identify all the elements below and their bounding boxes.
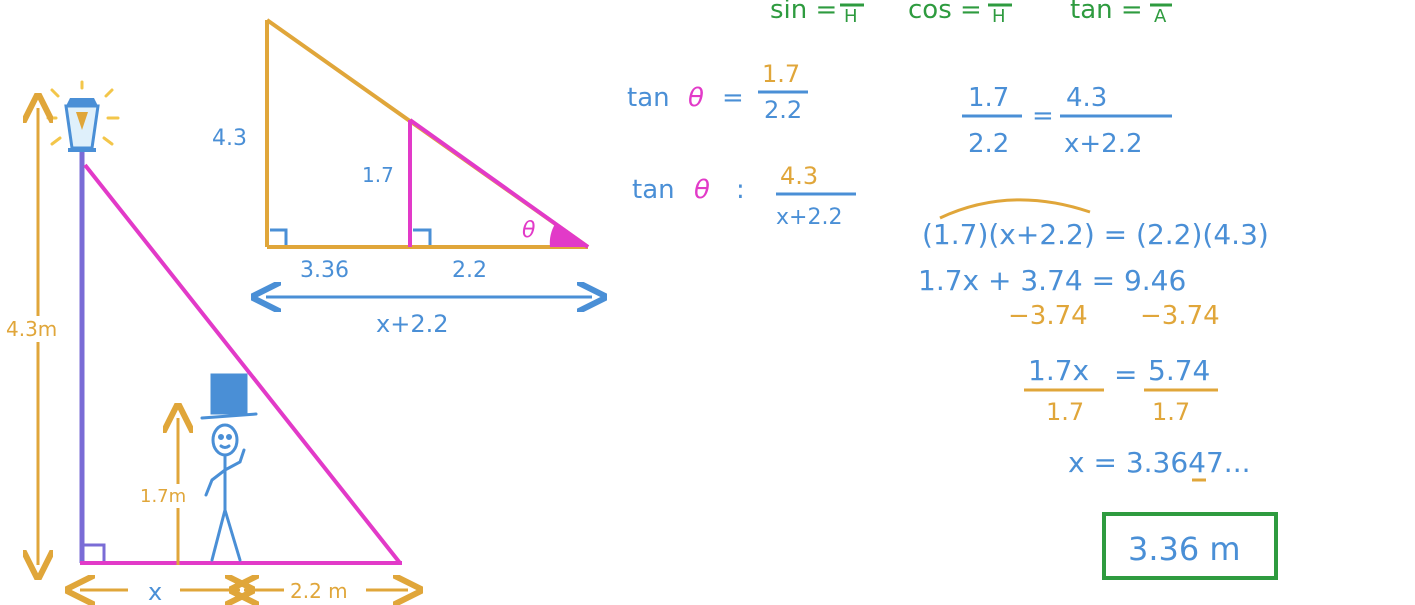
right-angle-marker-big xyxy=(270,228,288,245)
lamp-post-scene: 4.3m 1.7m x 2.2 m xyxy=(4,80,408,605)
tan1-left: tan xyxy=(627,83,670,113)
dist-shadow-label: 2.2 m xyxy=(290,579,348,603)
sin-label: sin = xyxy=(770,0,837,25)
expanded-line: 1.7x + 3.74 = 9.46 xyxy=(918,264,1186,297)
cross-multiply-line: (1.7)(x+2.2) = (2.2)(4.3) xyxy=(922,218,1269,251)
right-angle-marker-ground xyxy=(84,543,106,561)
prop-equals: = xyxy=(1032,101,1054,131)
tan2-denominator: x+2.2 xyxy=(776,205,842,230)
solution-steps: 1.7 2.2 = 4.3 x+2.2 (1.7)(x+2.2) = (2.2)… xyxy=(918,83,1278,580)
trig-header: sin = H cos = H tan = A xyxy=(770,0,1172,27)
final-answer-box xyxy=(1102,512,1278,580)
x-result-line: x = 3.3647... xyxy=(1068,446,1251,479)
tan-label: tan = xyxy=(1070,0,1143,25)
tan1-theta: θ xyxy=(688,83,704,113)
tan-equations: tan θ = 1.7 2.2 tan θ : 4.3 x+2.2 xyxy=(627,60,856,230)
tan1-equals: = xyxy=(722,83,744,113)
base-left-label: 3.36 xyxy=(300,258,349,283)
prop-left-denominator: 2.2 xyxy=(968,129,1009,159)
man-figure-icon xyxy=(200,373,258,562)
similar-triangles-diagram: θ 4.3 1.7 3.36 2.2 x+2.2 xyxy=(212,18,592,338)
small-height-label: 1.7 xyxy=(362,163,394,187)
cos-denominator: H xyxy=(992,6,1006,27)
man-height-label: 1.7m xyxy=(140,486,186,507)
lamp-height-label: 4.3m xyxy=(6,317,57,341)
sin-denominator: H xyxy=(844,6,858,27)
angle-theta-wedge xyxy=(549,224,588,247)
prop-left-numerator: 1.7 xyxy=(968,83,1009,113)
angle-theta-label: θ xyxy=(522,218,536,243)
tan2-numerator: 4.3 xyxy=(780,162,818,190)
total-base-label: x+2.2 xyxy=(376,310,448,338)
big-height-label: 4.3 xyxy=(212,126,247,151)
subtract-right: −3.74 xyxy=(1140,301,1220,331)
base-right-label: 2.2 xyxy=(452,258,487,283)
div-left-numerator: 1.7x xyxy=(1028,354,1089,387)
div-equals: = xyxy=(1114,358,1137,391)
tan1-denominator: 2.2 xyxy=(764,96,802,124)
tan2-theta: θ xyxy=(694,175,710,205)
distribution-arc xyxy=(939,198,1091,220)
tan1-numerator: 1.7 xyxy=(762,60,800,88)
lamp-height-label-bg xyxy=(4,316,70,342)
dist-x-label: x xyxy=(148,578,162,605)
right-angle-marker-small xyxy=(413,228,432,245)
prop-right-numerator: 4.3 xyxy=(1066,83,1107,113)
light-ray-line xyxy=(83,163,402,565)
tan2-left: tan xyxy=(632,175,675,205)
lamp-head-icon xyxy=(46,80,120,152)
small-triangle-hypotenuse xyxy=(408,118,590,249)
div-left-denominator: 1.7 xyxy=(1046,398,1084,426)
div-right-numerator: 5.74 xyxy=(1148,354,1210,387)
cos-label: cos = xyxy=(908,0,982,25)
tan2-equals: : xyxy=(736,175,745,205)
subtract-left: −3.74 xyxy=(1008,301,1088,331)
div-right-denominator: 1.7 xyxy=(1152,398,1190,426)
final-answer: 3.36 m xyxy=(1128,530,1241,568)
tan-denominator: A xyxy=(1154,6,1167,27)
prop-right-denominator: x+2.2 xyxy=(1064,129,1143,159)
man-height-label-bg xyxy=(138,484,196,508)
